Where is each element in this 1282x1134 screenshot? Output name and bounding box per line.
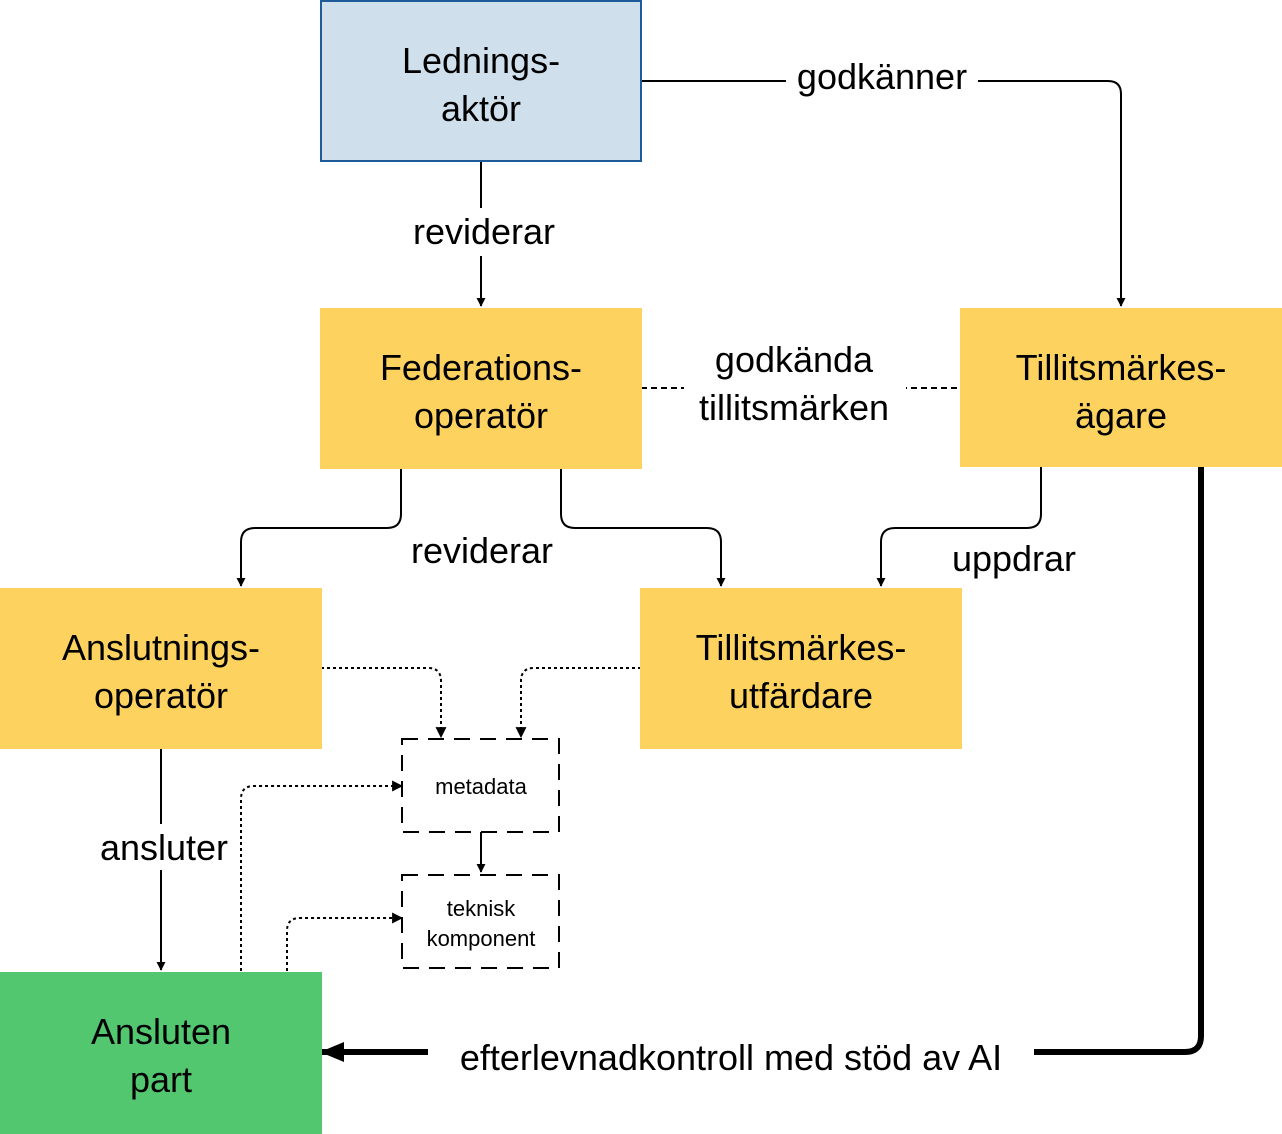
- edge-label-godkanda: godkända: [715, 339, 874, 380]
- node-teknisk-komponent-line1: teknisk: [447, 896, 516, 921]
- node-federationsoperator-line2: operatör: [414, 395, 548, 436]
- node-federationsoperator: Federations- operatör: [320, 308, 642, 469]
- node-tillitsmarkesagare: Tillitsmärkes- ägare: [960, 308, 1282, 467]
- edge-label-reviderar-mid: reviderar: [411, 530, 553, 571]
- edge-utfardare-to-metadata: [515, 667, 641, 739]
- node-tillitsmarkesagare-line1: Tillitsmärkes-: [1016, 347, 1227, 388]
- node-tillitsmarkesutfardare-line1: Tillitsmärkes-: [696, 627, 907, 668]
- edge-fed-to-anslutning: [236, 469, 402, 587]
- edge-fed-to-utfardare: [560, 469, 726, 587]
- edge-efterlevnad: [320, 467, 1204, 1062]
- node-tillitsmarkesutfardare: Tillitsmärkes- utfärdare: [640, 588, 962, 749]
- node-teknisk-komponent-line2: komponent: [427, 926, 536, 951]
- node-ledningsaktor-line2: aktör: [441, 88, 521, 129]
- edge-label-reviderar-top: reviderar: [413, 211, 555, 252]
- node-anslutningsoperator-line1: Anslutnings-: [62, 627, 260, 668]
- edge-anslutning-to-metadata: [321, 667, 447, 739]
- node-ledningsaktor-line1: Lednings-: [402, 40, 560, 81]
- node-ansluten-part-line1: Ansluten: [91, 1011, 231, 1052]
- node-teknisk-komponent: teknisk komponent: [401, 874, 560, 969]
- edge-uppdrar: [876, 467, 1042, 587]
- node-metadata-label: metadata: [435, 774, 527, 799]
- edge-part-to-komponent: [286, 912, 404, 971]
- node-anslutningsoperator-line2: operatör: [94, 675, 228, 716]
- node-anslutningsoperator: Anslutnings- operatör: [0, 588, 322, 749]
- edge-godkanner: [641, 80, 1126, 307]
- node-ansluten-part-line2: part: [130, 1059, 192, 1100]
- edge-label-ansluter: ansluter: [100, 827, 228, 868]
- node-tillitsmarkesutfardare-line2: utfärdare: [729, 675, 873, 716]
- edge-part-to-metadata: [240, 780, 404, 971]
- edge-label-efterlevnad: efterlevnadkontroll med stöd av AI: [460, 1037, 1002, 1078]
- node-tillitsmarkesagare-line2: ägare: [1075, 395, 1167, 436]
- node-metadata: metadata: [401, 738, 560, 833]
- node-ledningsaktor: Lednings- aktör: [320, 0, 642, 162]
- edge-label-tillitsmarken: tillitsmärken: [699, 387, 889, 428]
- edge-label-godkanner: godkänner: [797, 56, 967, 97]
- node-federationsoperator-line1: Federations-: [380, 347, 582, 388]
- edge-label-uppdrar: uppdrar: [952, 538, 1076, 579]
- node-ansluten-part: Ansluten part: [0, 972, 322, 1134]
